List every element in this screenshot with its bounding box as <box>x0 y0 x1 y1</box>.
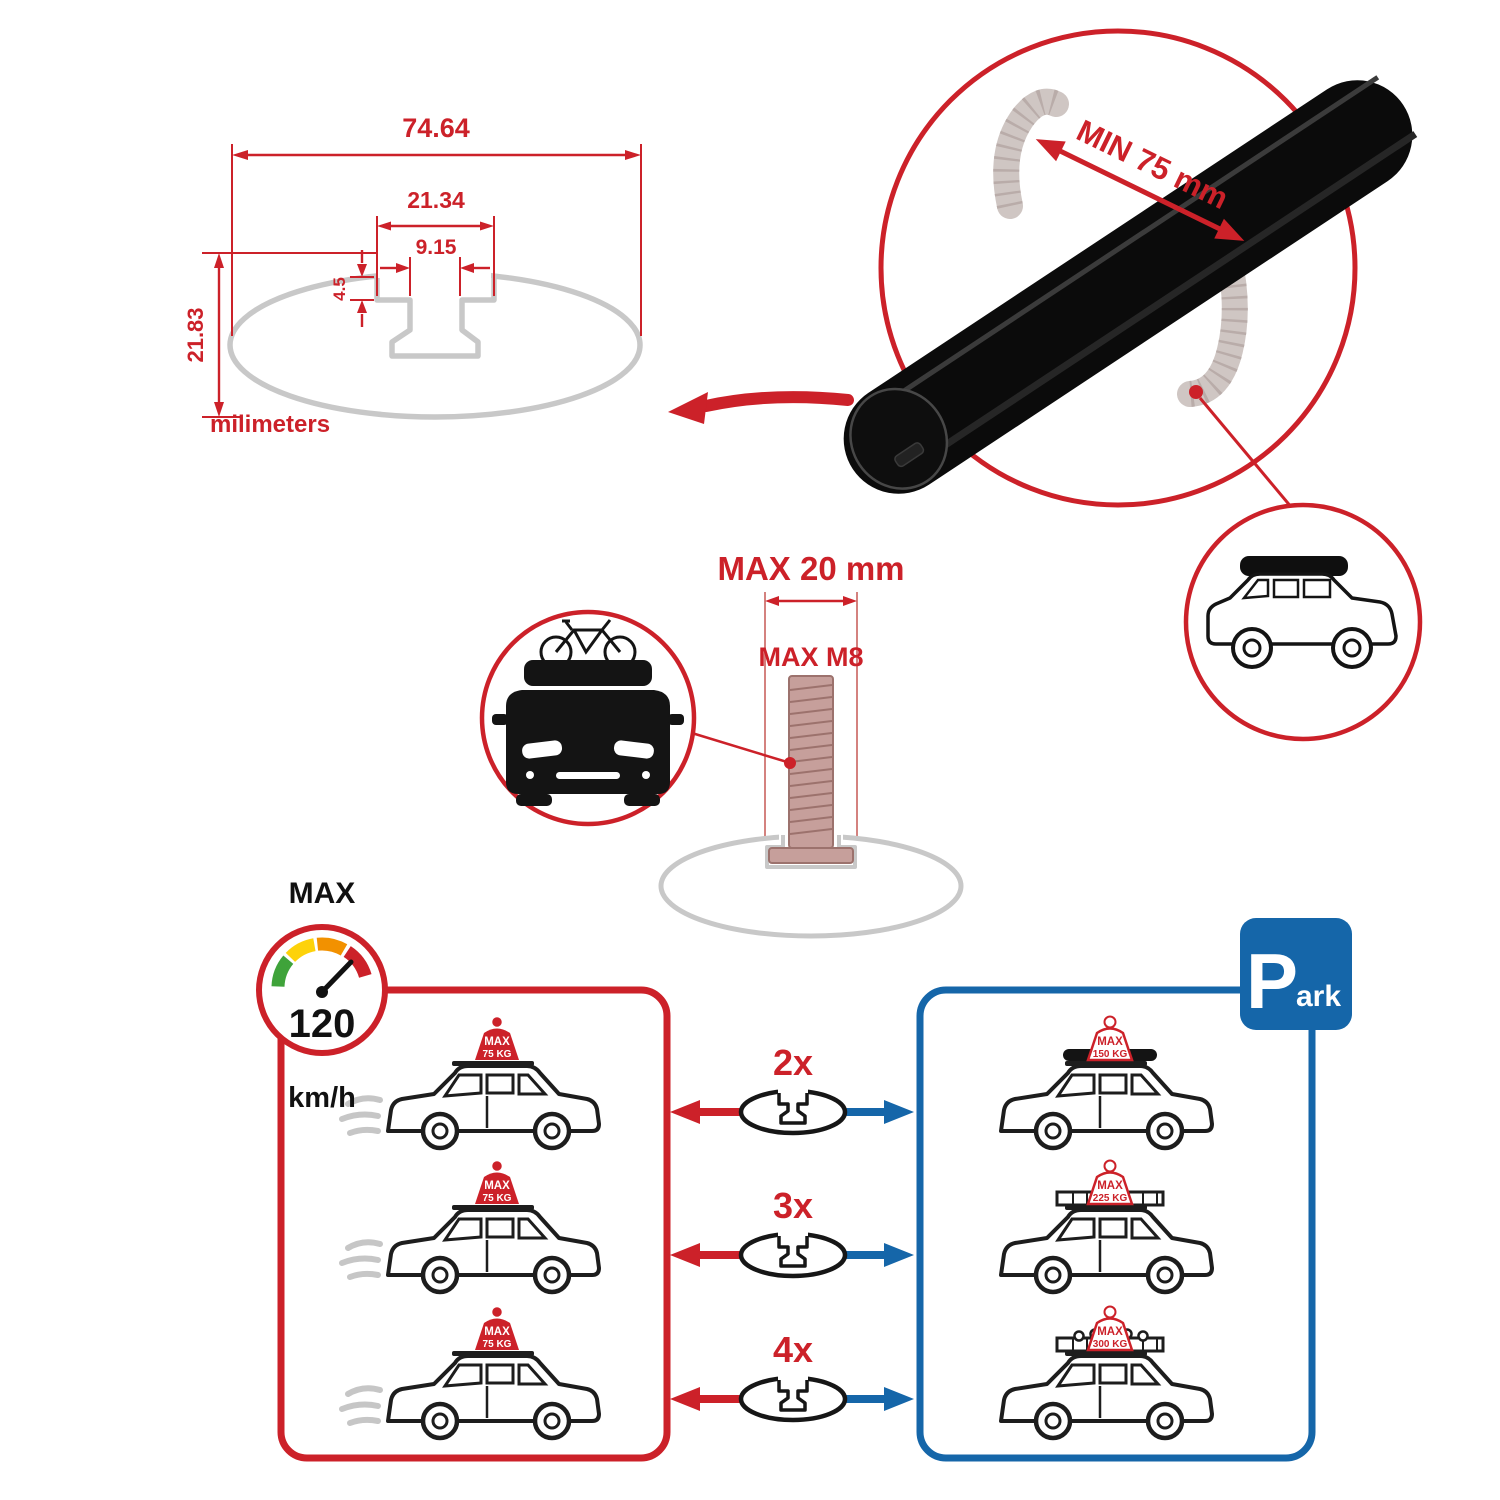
blue-arrow <box>884 1387 914 1411</box>
clamp-end-dot <box>1189 385 1203 399</box>
multiplier-row-2: 3x <box>670 1185 914 1279</box>
profile-icon <box>738 1372 848 1423</box>
bolt-dimension-diagram: MAX 20 mm MAX M8 <box>658 550 964 939</box>
roof-load-label-max: MAX <box>484 1036 510 1048</box>
roof-load-label-max: MAX <box>484 1326 510 1338</box>
bike-car-circle <box>479 609 697 827</box>
max-width-label: MAX 20 mm <box>717 550 904 587</box>
max-thread-label: MAX M8 <box>758 642 863 672</box>
roof-load-label-kg: 75 KG <box>483 1339 512 1350</box>
parking-sign: P ark <box>1240 918 1352 1030</box>
roof-load-label-kg: 150 KG <box>1093 1049 1128 1060</box>
dim-total-width: 74.64 <box>402 113 470 143</box>
blue-arrow <box>884 1100 914 1124</box>
dim-lip-depth: 4.5 <box>330 277 349 301</box>
crossbar-zoom-circle: MIN 75 mm <box>843 28 1418 509</box>
multiplier-label: 3x <box>773 1185 813 1226</box>
profile-dimension-drawing: 74.64 21.34 9.15 4.5 21.83 milimeters <box>183 113 643 438</box>
roofbox-suv-circle <box>1183 502 1423 742</box>
roof-load-label-kg: 225 KG <box>1093 1193 1128 1204</box>
blue-arrow <box>884 1243 914 1267</box>
gauge-arcs <box>271 937 372 988</box>
dim-slot-inner: 9.15 <box>416 236 457 259</box>
bolt-leader-line <box>681 728 788 764</box>
profile-channel <box>374 278 497 359</box>
dim-total-height: 21.83 <box>183 307 208 362</box>
parking-sign-letter: P <box>1246 937 1298 1025</box>
crossbar-render <box>843 75 1418 494</box>
bolt-leader-dot <box>784 757 796 769</box>
parking-sign-rest: ark <box>1296 980 1341 1013</box>
roof-load-label-max: MAX <box>1097 1180 1123 1192</box>
car-front-icon <box>492 660 684 806</box>
roof-load-label-kg: 300 KG <box>1093 1339 1128 1350</box>
red-arrow <box>670 1243 700 1267</box>
gauge-needle <box>319 959 354 995</box>
speed-unit: km/h <box>288 1082 356 1114</box>
speed-max-label: MAX <box>289 877 356 910</box>
leader-to-suv-circle <box>1198 397 1294 509</box>
arrow-to-profile <box>668 391 854 424</box>
roof-load-label-max: MAX <box>1097 1326 1123 1338</box>
bolt-render <box>768 675 854 864</box>
roof-load-label-max: MAX <box>484 1180 510 1192</box>
roof-load-label-max: MAX <box>1097 1036 1123 1048</box>
roof-load-label-kg: 75 KG <box>483 1049 512 1060</box>
unit-label: milimeters <box>210 411 330 438</box>
multiplier-label: 4x <box>773 1329 813 1370</box>
multiplier-row-1: 2x <box>670 1042 914 1136</box>
multiplier-label: 2x <box>773 1042 813 1083</box>
roof-load-label-kg: 75 KG <box>483 1193 512 1204</box>
multiplier-row-3: 4x <box>670 1329 914 1423</box>
profile-icon <box>738 1085 848 1136</box>
speed-value: 120 <box>289 1002 356 1046</box>
roof-box <box>1240 556 1348 576</box>
speed-limit-gauge: MAX 120 km/h <box>256 877 388 1114</box>
red-arrow <box>670 1100 700 1124</box>
profile-icon <box>738 1228 848 1279</box>
red-arrow <box>670 1387 700 1411</box>
dim-slot-outer: 21.34 <box>407 187 465 213</box>
